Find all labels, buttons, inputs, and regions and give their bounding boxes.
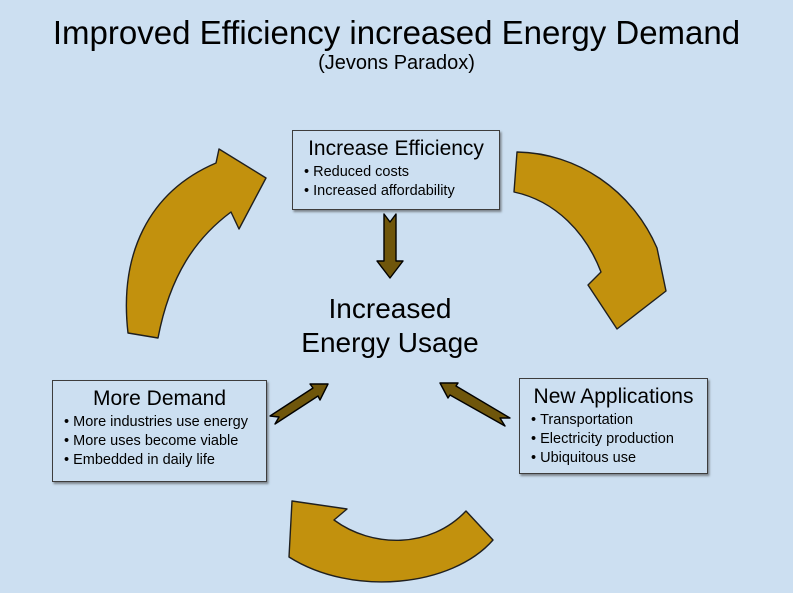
box-new-applications-title: New Applications: [533, 385, 694, 408]
demand-to-efficiency-curved-arrow-icon: [125, 148, 267, 339]
demand-to-usage-arrow-icon: [269, 383, 329, 425]
center-label-line2: Energy Usage: [301, 327, 479, 358]
bullet-item: Increased affordability: [304, 182, 491, 201]
applications-to-usage-arrow-icon: [439, 382, 511, 427]
bullet-item: More uses become viable: [64, 432, 258, 451]
box-increase-efficiency-bullets: Reduced costs Increased affordability: [301, 163, 491, 201]
box-new-applications-bullets: Transportation Electricity production Ub…: [528, 411, 699, 468]
page-title: Improved Efficiency increased Energy Dem…: [52, 14, 741, 51]
box-more-demand: More Demand More industries use energy M…: [52, 380, 267, 482]
box-increase-efficiency: Increase Efficiency Reduced costs Increa…: [292, 130, 500, 210]
bullet-item: Embedded in daily life: [64, 451, 258, 470]
applications-to-demand-curved-arrow-icon: [288, 500, 494, 583]
bullet-item: More industries use energy: [64, 413, 258, 432]
center-label-line1: Increased: [328, 293, 452, 324]
bullet-item: Electricity production: [531, 430, 699, 449]
box-new-applications: New Applications Transportation Electric…: [519, 378, 708, 474]
bullet-item: Transportation: [531, 411, 699, 430]
box-more-demand-title: More Demand: [92, 387, 227, 410]
center-label-increased-energy-usage: Increased Energy Usage: [240, 292, 540, 360]
bullet-item: Ubiquitous use: [531, 449, 699, 468]
box-more-demand-bullets: More industries use energy More uses bec…: [61, 413, 258, 470]
bullet-item: Reduced costs: [304, 163, 491, 182]
efficiency-to-usage-arrow-icon: [376, 213, 404, 279]
efficiency-to-applications-curved-arrow-icon: [513, 151, 667, 330]
page-subtitle: (Jevons Paradox): [318, 52, 475, 74]
box-increase-efficiency-title: Increase Efficiency: [308, 137, 484, 160]
